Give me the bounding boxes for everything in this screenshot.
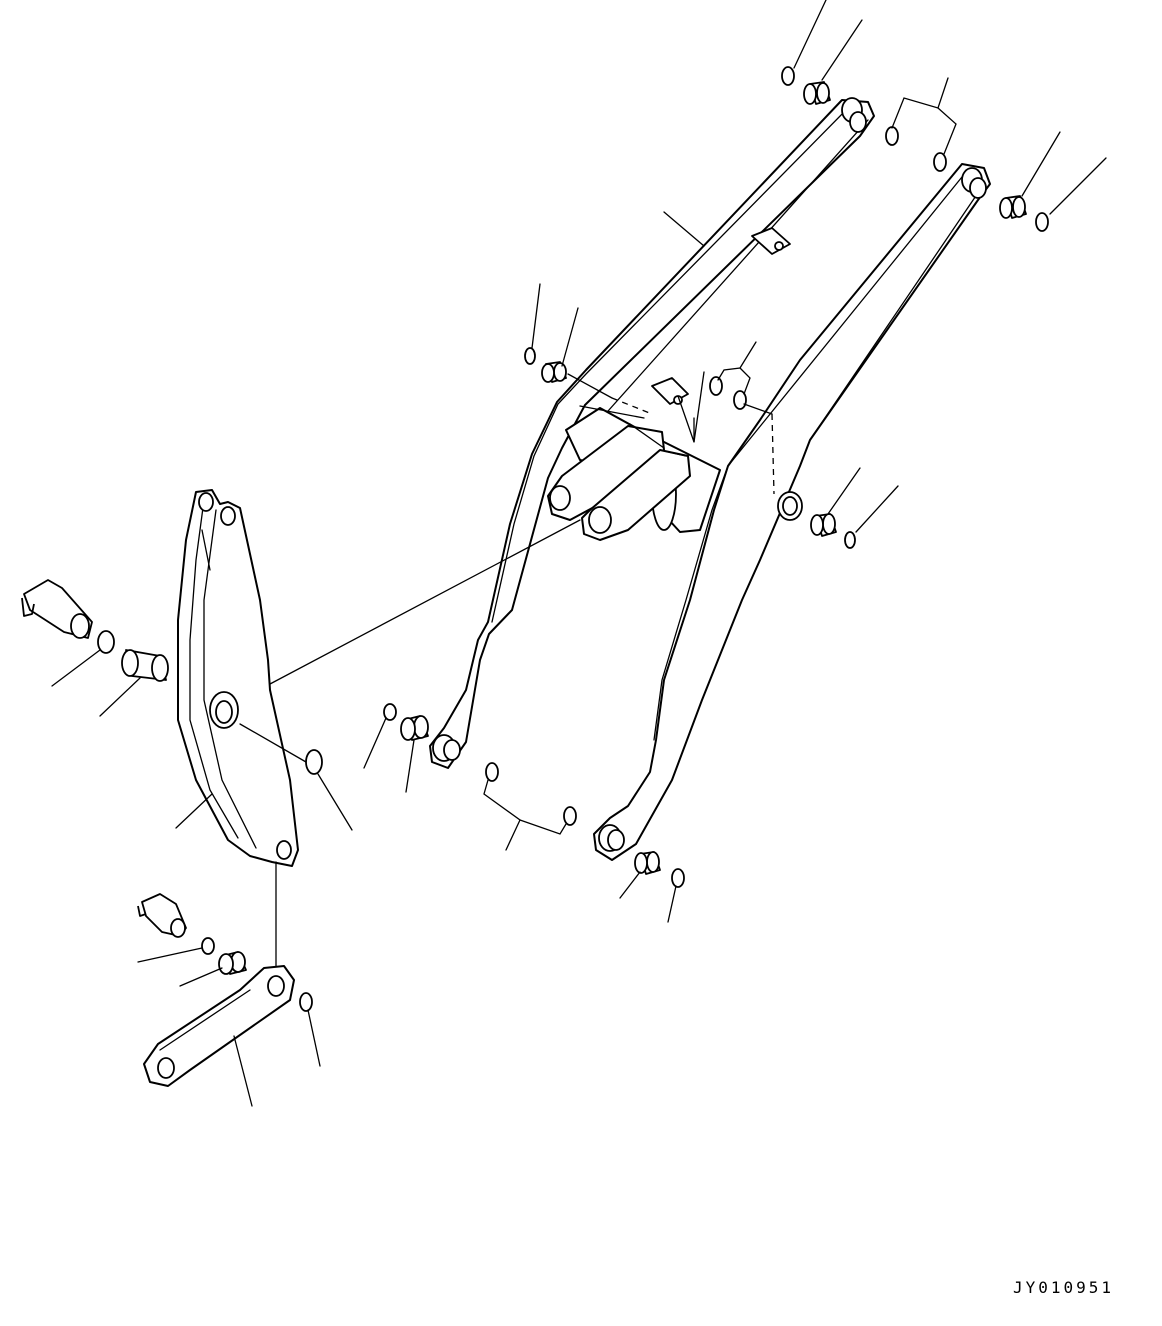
pin-lower [137, 893, 187, 938]
pin-upper [21, 579, 93, 639]
seal-rings [97, 66, 1049, 1012]
bushings [121, 81, 1027, 975]
grease-fitting-lower [651, 377, 689, 405]
bushing-3 [541, 361, 567, 383]
bushing-1 [803, 81, 831, 105]
bushing-5 [121, 649, 169, 682]
grease-fitting-upper [751, 227, 791, 255]
bushing-8 [218, 951, 247, 975]
bushing-7 [634, 851, 661, 875]
alignment-lines [239, 371, 775, 967]
bushing-4 [810, 513, 837, 537]
leader-lines [51, 0, 1107, 1107]
bushing-6 [400, 715, 429, 741]
cross-tube [547, 405, 721, 541]
lift-arm-right [593, 163, 991, 861]
lift-arm-left [429, 97, 875, 769]
drawing-id: JY010951 [1012, 1278, 1114, 1297]
bushing-2 [999, 195, 1027, 219]
bucket-link [143, 965, 295, 1087]
bellcrank [177, 489, 299, 867]
